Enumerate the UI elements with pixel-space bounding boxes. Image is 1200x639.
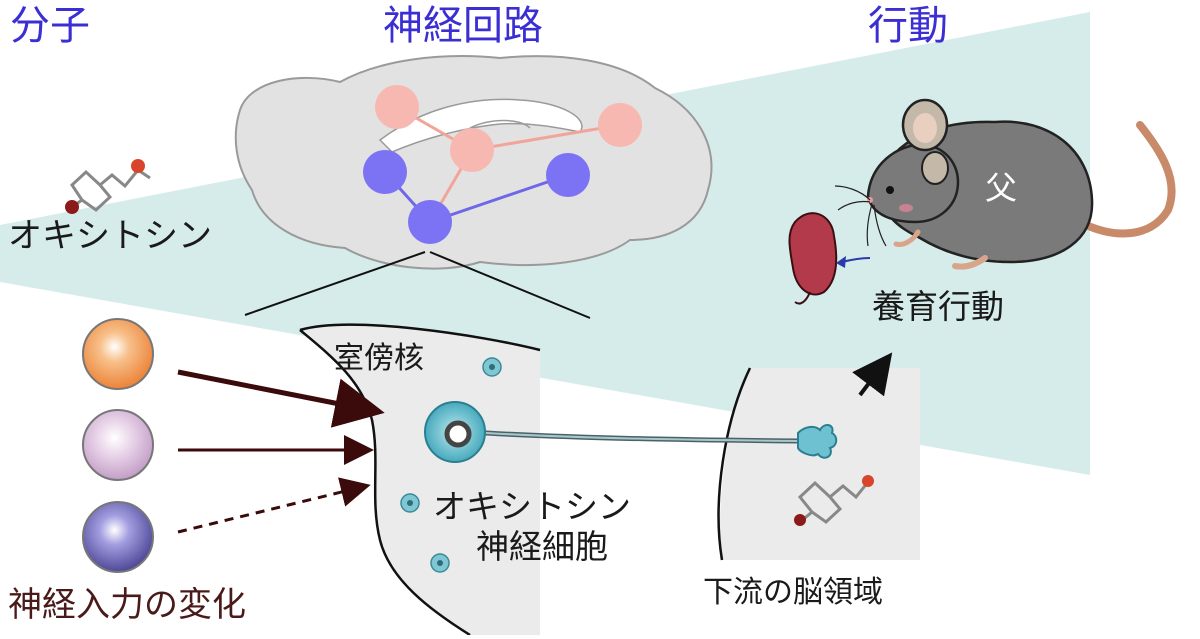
pvn-label: 室傍核 [334, 341, 424, 376]
nurture-label: 養育行動 [872, 287, 1004, 326]
input-arrow-strong [177, 369, 385, 428]
pvn-top-edge [299, 323, 541, 352]
downstream-panel [719, 368, 920, 560]
input-sphere-lilac [82, 409, 154, 481]
circuit-node-blue-2 [408, 200, 452, 244]
downstream-boundary [717, 367, 752, 561]
oxytocin-molecule-icon [65, 159, 151, 214]
header-circuit: 神経回路 [383, 3, 543, 49]
released-oxytocin-molecule-icon [794, 475, 874, 526]
neuron-label-line1: オキシトシン [433, 487, 631, 526]
oxytocin-axon-inner [469, 431, 801, 442]
pvn-boundary [299, 329, 471, 637]
oxytocin-neuron-nucleus [444, 420, 472, 448]
input-change-label: 神経入力の変化 [8, 585, 246, 625]
header-behavior: 行動 [868, 3, 948, 49]
father-label: 父 [985, 169, 1018, 207]
sniff-arrow-head [836, 256, 846, 268]
input-arrow-weak [177, 477, 371, 534]
header-molecule: 分子 [10, 3, 90, 49]
axon-terminal [797, 424, 838, 459]
input-sphere-orange [82, 318, 154, 390]
behavior-arrow [852, 352, 893, 397]
brain-inner-curve [469, 119, 531, 129]
input-sphere-purple [82, 501, 154, 573]
circuit-node-blue-3 [546, 153, 590, 197]
father-mouse [834, 98, 1176, 270]
zoom-line-right [429, 251, 591, 319]
pvn-tissue-panel [300, 324, 540, 635]
circuit-node-pink-3 [598, 103, 642, 147]
zoom-line-left [244, 251, 426, 316]
circuit-node-blue-1 [363, 150, 407, 194]
neuron-label-line2: 神経細胞 [476, 527, 608, 566]
oxytocin-label: オキシトシン [8, 216, 212, 256]
mouse-pup [788, 212, 838, 305]
downstream-label: 下流の脳領域 [703, 575, 883, 610]
circuit-node-pink-1 [375, 85, 419, 129]
circuit-node-pink-2 [450, 128, 494, 172]
small-neuron-cells [400, 357, 502, 573]
